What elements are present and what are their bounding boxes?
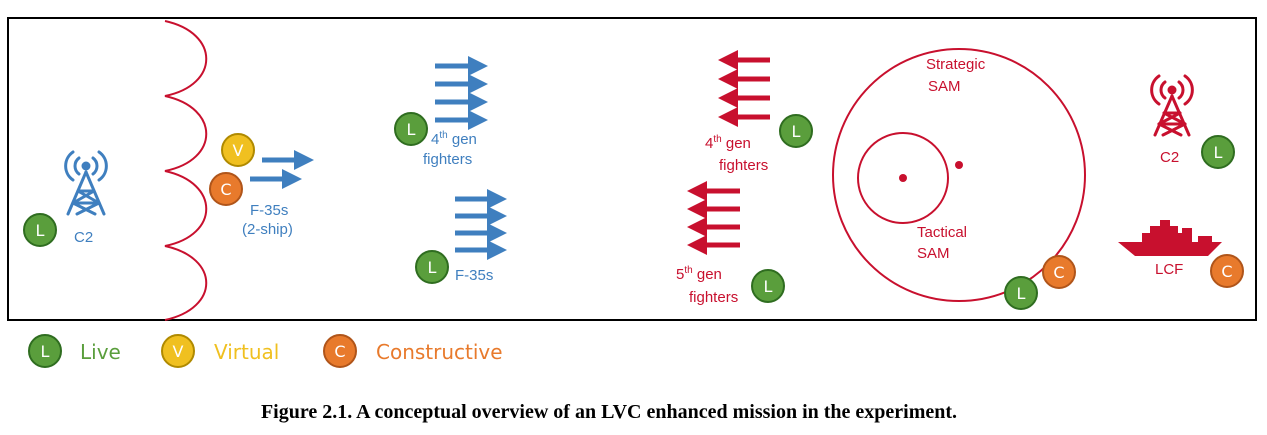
svg-text:C: C — [1053, 263, 1064, 282]
f35s-arrows-icon — [455, 189, 507, 260]
enemy-4gen-arrows-icon — [718, 50, 770, 127]
live-badge-f35s: L — [415, 250, 449, 284]
live-badge-enemy-5gen: L — [751, 269, 785, 303]
enemy-c2-label: C2 — [1160, 149, 1179, 166]
legend-live-label: Live — [80, 340, 121, 364]
constructive-badge-f35-2ship: C — [209, 172, 243, 206]
strategic-sam-label-line1: Strategic — [926, 56, 986, 73]
svg-text:L: L — [41, 342, 50, 361]
svg-text:L: L — [1017, 284, 1026, 303]
friendly-4gen-label-line1: 4th gen — [431, 130, 477, 148]
friendly-c2-tower-icon — [64, 150, 108, 216]
enemy-5gen-label-line1: 5th gen — [676, 265, 722, 283]
friendly-c2-label: C2 — [74, 229, 93, 246]
enemy-4gen-label-line2: fighters — [719, 157, 768, 174]
strategic-sam-site — [955, 161, 963, 169]
constructive-badge-lcf: C — [1210, 254, 1244, 288]
virtual-badge-f35-2ship: V — [221, 133, 255, 167]
lcf-warship-icon — [1118, 220, 1222, 256]
live-badge-friendly-4gen: L — [394, 112, 428, 146]
lcf-label: LCF — [1155, 261, 1183, 278]
svg-text:V: V — [233, 141, 244, 160]
svg-text:L: L — [428, 258, 437, 277]
tactical-sam-site — [899, 174, 907, 182]
friendly-4gen-arrows-icon — [435, 56, 488, 130]
svg-text:L: L — [1214, 143, 1223, 162]
svg-text:L: L — [792, 122, 801, 141]
boundary-line — [164, 20, 208, 321]
live-badge-friendly-c2: L — [23, 213, 57, 247]
f35s-label: F-35s — [455, 267, 493, 284]
legend-constructive-label: Constructive — [376, 340, 503, 364]
legend-live: L Live — [28, 334, 121, 368]
legend-constructive: C Constructive — [323, 334, 503, 368]
live-badge-enemy-4gen: L — [779, 114, 813, 148]
svg-text:V: V — [173, 342, 184, 361]
svg-text:L: L — [36, 221, 45, 240]
enemy-5gen-arrows-icon — [687, 181, 740, 255]
svg-text:C: C — [334, 342, 345, 361]
strategic-sam-label-line2: SAM — [928, 78, 961, 95]
svg-text:L: L — [764, 277, 773, 296]
svg-text:C: C — [220, 180, 231, 199]
constructive-badge-sam: C — [1042, 255, 1076, 289]
enemy-5gen-label-line2: fighters — [689, 289, 738, 306]
tactical-sam-ring — [857, 132, 949, 224]
f35-2ship-arrows-icon — [250, 150, 314, 189]
tactical-sam-label-line1: Tactical — [917, 224, 967, 241]
enemy-4gen-label-line1: 4th gen — [705, 134, 751, 152]
svg-text:C: C — [1221, 262, 1232, 281]
legend-virtual: V Virtual — [161, 334, 279, 368]
enemy-c2-tower-icon — [1150, 74, 1194, 137]
svg-text:L: L — [407, 120, 416, 139]
legend-virtual-label: Virtual — [214, 340, 279, 364]
strategic-sam-ring — [832, 48, 1086, 302]
legend: L Live V Virtual C Constructive — [28, 334, 503, 368]
tactical-sam-label-line2: SAM — [917, 245, 950, 262]
f35-2ship-label-line1: F-35s — [250, 202, 288, 219]
live-badge-sam: L — [1004, 276, 1038, 310]
live-badge-enemy-c2: L — [1201, 135, 1235, 169]
f35-2ship-label-line2: (2-ship) — [242, 221, 293, 238]
figure-caption: Figure 2.1. A conceptual overview of an … — [261, 401, 957, 423]
friendly-4gen-label-line2: fighters — [423, 151, 472, 168]
